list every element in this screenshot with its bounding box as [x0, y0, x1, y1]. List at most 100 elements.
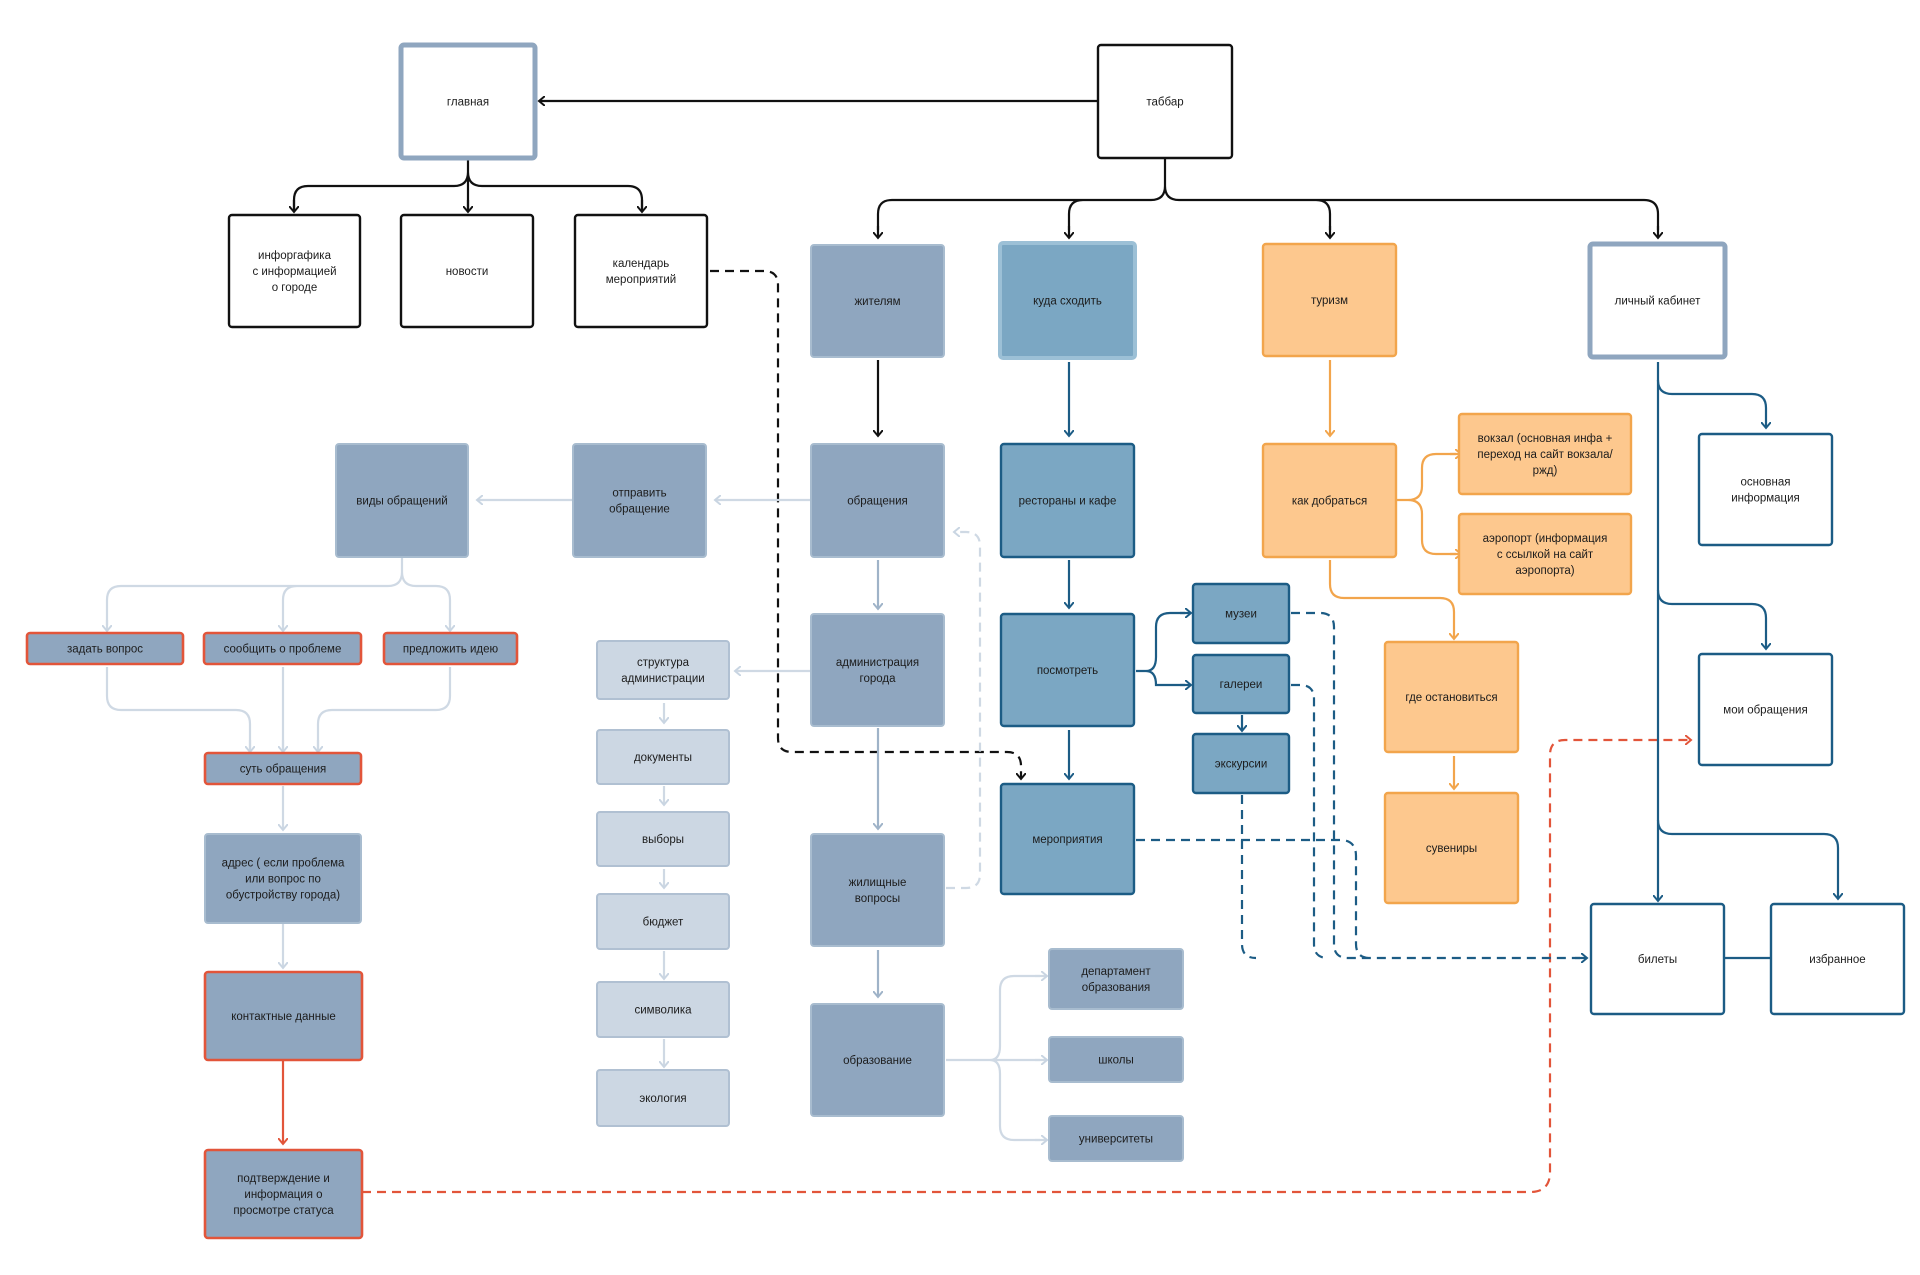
node-label: образование [843, 1055, 912, 1067]
node-label: сообщить о проблеме [224, 644, 342, 656]
node-label: экология [639, 1093, 686, 1105]
node-my-appeals[interactable]: мои обращения [1697, 652, 1834, 767]
node-tabbar[interactable]: таббар [1096, 43, 1234, 160]
node-symbols[interactable]: символика [596, 981, 730, 1038]
node-box [596, 640, 730, 700]
node-how-to-get[interactable]: как добраться [1261, 442, 1398, 559]
node-box [227, 213, 362, 329]
node-schools[interactable]: школы [1048, 1036, 1184, 1083]
node-label: личный кабинет [1615, 296, 1701, 308]
node-documents[interactable]: документы [596, 729, 730, 785]
node-box [1048, 1115, 1184, 1162]
node-where-to-stay[interactable]: где остановиться [1383, 640, 1520, 754]
node-label: школы [1098, 1055, 1134, 1067]
node-restaurants[interactable]: рестораны и кафе [999, 442, 1136, 559]
edge-dashed-to-tickets [1136, 611, 1580, 960]
node-appeals-types[interactable]: виды обращений [335, 443, 469, 558]
node-museums[interactable]: музеи [1191, 582, 1291, 645]
node-label: документы [634, 752, 692, 764]
node-box [596, 811, 730, 867]
node-box [596, 729, 730, 785]
edge-tabbar-children [876, 158, 1660, 230]
node-box [399, 213, 535, 329]
node-glavnaya[interactable]: главная [398, 42, 538, 161]
node-excursions[interactable]: экскурсии [1191, 732, 1291, 795]
node-ask-question[interactable]: задать вопрос [25, 631, 185, 666]
node-label: как добраться [1292, 496, 1367, 508]
node-box [1457, 412, 1633, 496]
node-budget[interactable]: бюджет [596, 893, 730, 950]
node-label: сувениры [1426, 843, 1477, 855]
edge-confirmation-myappeals [362, 740, 1690, 1194]
node-label: таббар [1146, 97, 1183, 109]
node-tourism[interactable]: туризм [1261, 242, 1398, 358]
node-universities[interactable]: университеты [1048, 1115, 1184, 1162]
node-favorites[interactable]: избранное [1769, 902, 1906, 1016]
node-box [382, 631, 519, 666]
node-box [999, 612, 1136, 728]
node-label: контактные данные [231, 1011, 336, 1023]
node-box [1589, 902, 1726, 1016]
node-news[interactable]: новости [399, 213, 535, 329]
node-events[interactable]: мероприятия [999, 782, 1136, 896]
node-suggest-idea[interactable]: предложить идею [382, 631, 519, 666]
node-elections[interactable]: выборы [596, 811, 730, 867]
node-box [810, 443, 945, 558]
node-box [999, 442, 1136, 559]
node-box [998, 241, 1137, 360]
node-label: туризм [1311, 295, 1348, 307]
edge-see-museums-galleries [1136, 611, 1185, 687]
node-box [1697, 432, 1834, 547]
node-box [1697, 652, 1834, 767]
node-residents[interactable]: жителям [810, 244, 945, 358]
node-box [1261, 442, 1398, 559]
node-education[interactable]: образование [810, 1003, 945, 1117]
node-box [1191, 582, 1291, 645]
node-report-problem[interactable]: сообщить о проблеме [202, 631, 363, 666]
node-label: университеты [1079, 1134, 1153, 1146]
node-appeal-essence[interactable]: суть обращения [203, 751, 363, 786]
node-appeals[interactable]: обращения [810, 443, 945, 558]
node-ecology[interactable]: экология [596, 1069, 730, 1127]
node-box [203, 970, 364, 1062]
node-box [203, 751, 363, 786]
node-box [398, 42, 538, 161]
node-tickets[interactable]: билеты [1589, 902, 1726, 1016]
node-label: вокзал (основная инфа +переход на сайт в… [1477, 433, 1613, 477]
edge-calendar-events [710, 269, 1021, 778]
node-souvenirs[interactable]: сувениры [1383, 791, 1520, 905]
node-station[interactable]: вокзал (основная инфа +переход на сайт в… [1457, 412, 1633, 496]
node-box [1096, 43, 1234, 160]
node-where-to-go[interactable]: куда сходить [998, 241, 1137, 360]
node-label: виды обращений [356, 496, 447, 508]
node-box [25, 631, 185, 666]
node-label: символика [634, 1005, 692, 1017]
node-label: главная [447, 97, 489, 109]
node-see[interactable]: посмотреть [999, 612, 1136, 728]
node-box [203, 1148, 364, 1240]
node-label: задать вопрос [67, 644, 143, 656]
node-contacts[interactable]: контактные данные [203, 970, 364, 1062]
edges [107, 101, 1838, 1194]
node-cabinet[interactable]: личный кабинет [1587, 241, 1728, 360]
node-galleries[interactable]: галереи [1191, 653, 1291, 715]
node-label: куда сходить [1033, 296, 1102, 308]
